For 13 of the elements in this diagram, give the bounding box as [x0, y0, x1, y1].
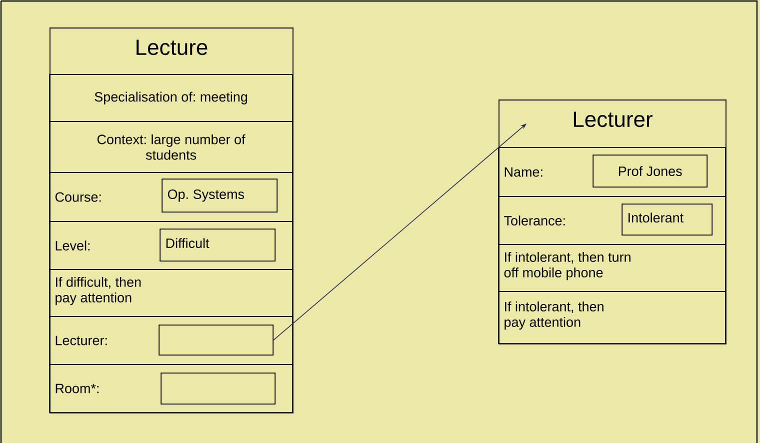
attribute-row: Context: large number of students: [49, 121, 293, 173]
attribute-row: If intolerant, then pay attention: [498, 291, 726, 344]
value-box: [158, 324, 274, 356]
attribute-row: Specialisation of: meeting: [49, 74, 293, 122]
value-box: Op. Systems: [162, 178, 278, 213]
value-box: [160, 372, 276, 405]
attribute-row: If difficult, then pay attention: [49, 269, 293, 317]
value-box: Prof Jones: [592, 154, 708, 188]
value-box: Difficult: [160, 228, 276, 262]
attribute-row: Lecturer:: [49, 316, 293, 365]
attribute-row: Room*:: [49, 364, 293, 413]
attribute-row: If intolerant, then turn off mobile phone: [498, 244, 726, 292]
value-box: Intolerant: [622, 204, 713, 236]
